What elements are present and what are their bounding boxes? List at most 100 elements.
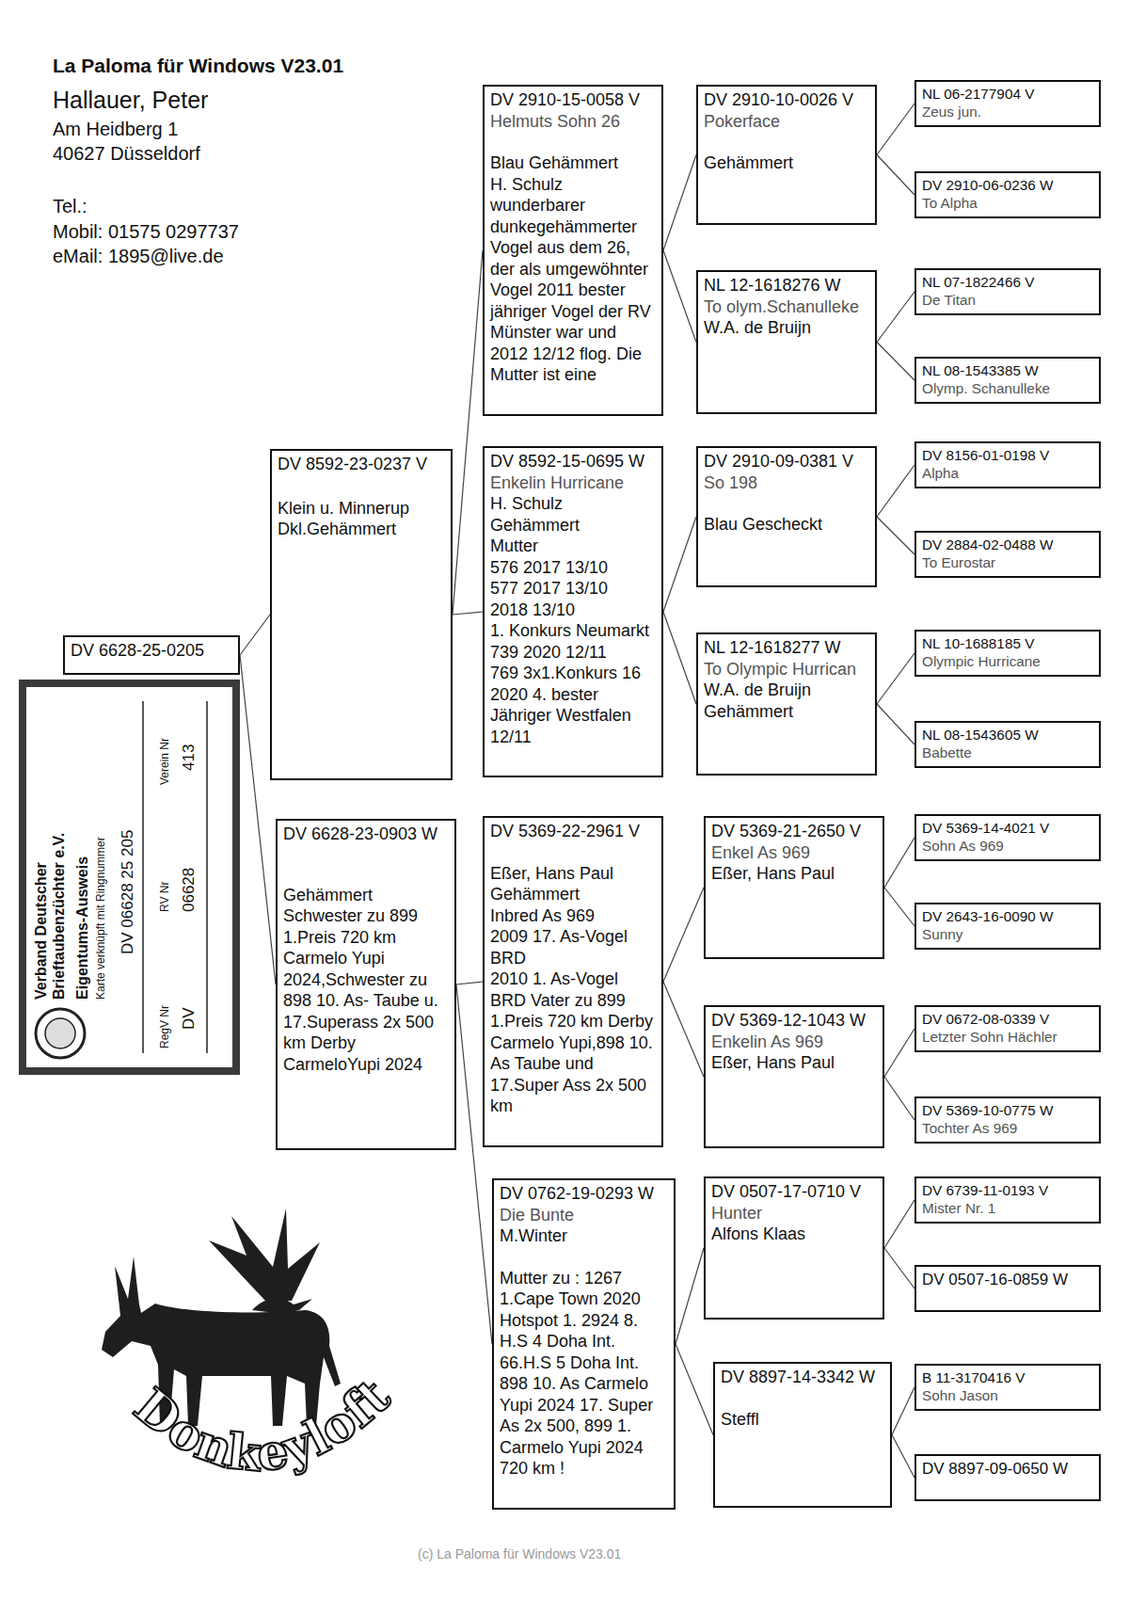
- box-content: NL 07-1822466 VDe Titan: [916, 270, 1099, 312]
- pedigree-box: NL 07-1822466 VDe Titan: [914, 268, 1101, 316]
- pedigree-line: [876, 652, 915, 704]
- pigeon-info: Babette: [922, 743, 1094, 762]
- pedigree-box: DV 5369-14-4021 VSohn As 969: [914, 813, 1101, 861]
- box-content: DV 5369-22-2961 VEßer, Hans PaulGehämmer…: [484, 817, 662, 1120]
- box-content: DV 0507-16-0859 W: [916, 1266, 1099, 1292]
- pigeon-info: Tochter As 969: [922, 1118, 1094, 1137]
- pedigree-box: NL 08-1543385 WOlymp. Schanulleke: [914, 356, 1101, 404]
- ring-number: DV 8897-14-3342 W: [720, 1366, 885, 1388]
- pedigree-box: DV 2910-10-0026 VPokerfaceGehämmert: [696, 84, 877, 225]
- ring-number: DV 2910-09-0381 V: [703, 450, 870, 473]
- ring-number: DV 2910-10-0026 V: [703, 89, 870, 112]
- header-text: 40627 Düsseldorf: [52, 143, 201, 165]
- header-text: eMail: 1895@live.de: [52, 245, 224, 268]
- ring-number: DV 2910-06-0236 W: [922, 175, 1094, 194]
- pedigree-line: [675, 1343, 714, 1435]
- box-content: DV 5369-21-2650 VEnkel As 969Eßer, Hans …: [705, 817, 883, 888]
- pigeon-info: De Titan: [922, 290, 1094, 309]
- pigeon-info: Enkel As 969: [711, 842, 877, 864]
- pigeon-info: Sunny: [922, 924, 1094, 943]
- ring-number: DV 6628-25-0205: [70, 639, 233, 662]
- pigeon-info: Gehämmert: [703, 700, 870, 723]
- box-content: DV 0762-19-0293 WDie BunteM.WinterMutter…: [493, 1179, 674, 1482]
- ring-number: DV 8592-23-0237 V: [277, 453, 446, 476]
- box-content: DV 6628-25-0205: [64, 636, 239, 665]
- pigeon-info: Alfons Klaas: [711, 1223, 877, 1245]
- pigeon-info: Sohn Jason: [922, 1385, 1094, 1404]
- pedigree-line: [456, 981, 483, 985]
- box-content: NL 10-1688185 VOlympic Hurricane: [916, 631, 1099, 673]
- pedigree-box: DV 6628-25-0205: [63, 635, 240, 675]
- pedigree-line: [663, 516, 697, 612]
- pigeon-info: Mutter: [490, 535, 656, 557]
- pedigree-line: [884, 1199, 915, 1248]
- logo-text: Donkeyloft: [124, 1367, 401, 1483]
- box-content: NL 06-2177904 VZeus jun.: [916, 81, 1099, 124]
- box-content: DV 2910-10-0026 VPokerfaceGehämmert: [698, 86, 875, 177]
- pedigree-box: DV 8156-01-0198 VAlpha: [914, 441, 1101, 489]
- box-content: DV 2884-02-0488 WTo Eurostar: [916, 532, 1099, 574]
- box-content: NL 08-1543605 WBabette: [916, 722, 1099, 764]
- ring-number: DV 8897-09-0650 W: [922, 1458, 1094, 1479]
- pedigree-line: [876, 103, 915, 156]
- pedigree-box: DV 2910-09-0381 VSo 198Blau Gescheckt: [696, 445, 877, 588]
- ring-number: NL 12-1618276 W: [703, 274, 870, 297]
- pedigree-line: [663, 887, 704, 982]
- pedigree-box: NL 06-2177904 VZeus jun.: [914, 79, 1101, 128]
- pigeon-info: 2010 1. As-Vogel BRD Vater zu 899 1.Prei…: [490, 968, 656, 1117]
- ring-number: NL 08-1543605 W: [922, 725, 1094, 744]
- pedigree-line: [884, 1028, 915, 1077]
- pedigree-box: DV 8592-15-0695 WEnkelin HurricaneH. Sch…: [482, 445, 664, 778]
- pedigree-box: DV 5369-21-2650 VEnkel As 969Eßer, Hans …: [703, 815, 885, 959]
- box-content: DV 8156-01-0198 VAlpha: [916, 443, 1099, 485]
- box-content: DV 8592-15-0695 WEnkelin HurricaneH. Sch…: [484, 447, 662, 750]
- pedigree-box: DV 0507-16-0859 W: [914, 1264, 1101, 1312]
- box-content: DV 2910-09-0381 VSo 198Blau Gescheckt: [698, 447, 875, 539]
- card-text: Verband Deutscher Brieftaubenzüchter e.V…: [31, 810, 68, 1000]
- header-text: Tel.:: [52, 195, 88, 218]
- pigeon-info: Die Bunte: [499, 1204, 668, 1226]
- pedigree-box: DV 0672-08-0339 VLetzter Sohn Hächler: [914, 1004, 1101, 1052]
- pedigree-line: [884, 837, 915, 888]
- pedigree-box: NL 08-1543605 WBabette: [914, 720, 1101, 768]
- pigeon-info: Schwester zu 899 1.Preis 720 km Carmelo …: [283, 905, 449, 1075]
- pedigree-line: [884, 1076, 915, 1120]
- pedigree-box: DV 2910-15-0058 VHelmuts Sohn 26Blau Geh…: [482, 84, 664, 416]
- ring-number: DV 6739-11-0193 V: [922, 1180, 1094, 1199]
- pedigree-box: DV 5369-10-0775 WTochter As 969: [914, 1096, 1101, 1144]
- pedigree-line: [876, 464, 915, 517]
- pigeon-info: Eßer, Hans Paul: [711, 862, 877, 885]
- pigeon-info: Gehämmert: [490, 883, 656, 906]
- pedigree-box: DV 5369-22-2961 VEßer, Hans PaulGehämmer…: [482, 815, 664, 1147]
- ring-number: NL 06-2177904 V: [922, 84, 1094, 103]
- card-text: RV Nr: [158, 881, 172, 912]
- pigeon-info: M.Winter: [499, 1224, 668, 1247]
- ring-number: NL 10-1688185 V: [922, 634, 1094, 652]
- ownership-card: Verband Deutscher Brieftaubenzüchter e.V…: [18, 679, 240, 1075]
- pigeon-info: To Alpha: [922, 193, 1094, 212]
- pigeon-info: 1.Cape Town 2020: [499, 1288, 668, 1310]
- pigeon-info: Gehämmert: [283, 884, 449, 907]
- pigeon-info: Zeus jun.: [922, 102, 1094, 121]
- box-content: DV 2643-16-0090 WSunny: [916, 904, 1099, 946]
- pedigree-line: [663, 981, 704, 1077]
- pigeon-info: Inbred As 969: [490, 905, 656, 927]
- pedigree-line: [876, 516, 915, 555]
- card-text: 413: [179, 744, 199, 771]
- pedigree-line: [884, 1247, 915, 1289]
- pedigree-line: [876, 342, 915, 382]
- pedigree-line: [663, 155, 697, 252]
- pigeon-info: Mutter zu : 1267: [499, 1267, 668, 1289]
- ring-number: B 11-3170416 V: [922, 1367, 1094, 1386]
- pedigree-box: NL 12-1618276 WTo olym.SchanullekeW.A. d…: [696, 270, 877, 414]
- pedigree-line: [452, 611, 483, 615]
- card-text: Karte verknüpft mit Ringnummer: [94, 836, 108, 1000]
- pigeon-info: Sohn As 969: [922, 836, 1094, 855]
- ring-number: DV 5369-22-2961 V: [490, 820, 656, 843]
- pigeon-info: Enkelin Hurricane: [490, 472, 656, 494]
- ring-number: DV 0507-16-0859 W: [922, 1269, 1094, 1289]
- ring-number: DV 5369-12-1043 W: [711, 1009, 877, 1032]
- box-content: DV 5369-10-0775 WTochter As 969: [916, 1097, 1099, 1140]
- pedigree-box: DV 8897-09-0650 W: [914, 1453, 1101, 1501]
- pigeon-info: 739 2020 12/11: [490, 641, 656, 664]
